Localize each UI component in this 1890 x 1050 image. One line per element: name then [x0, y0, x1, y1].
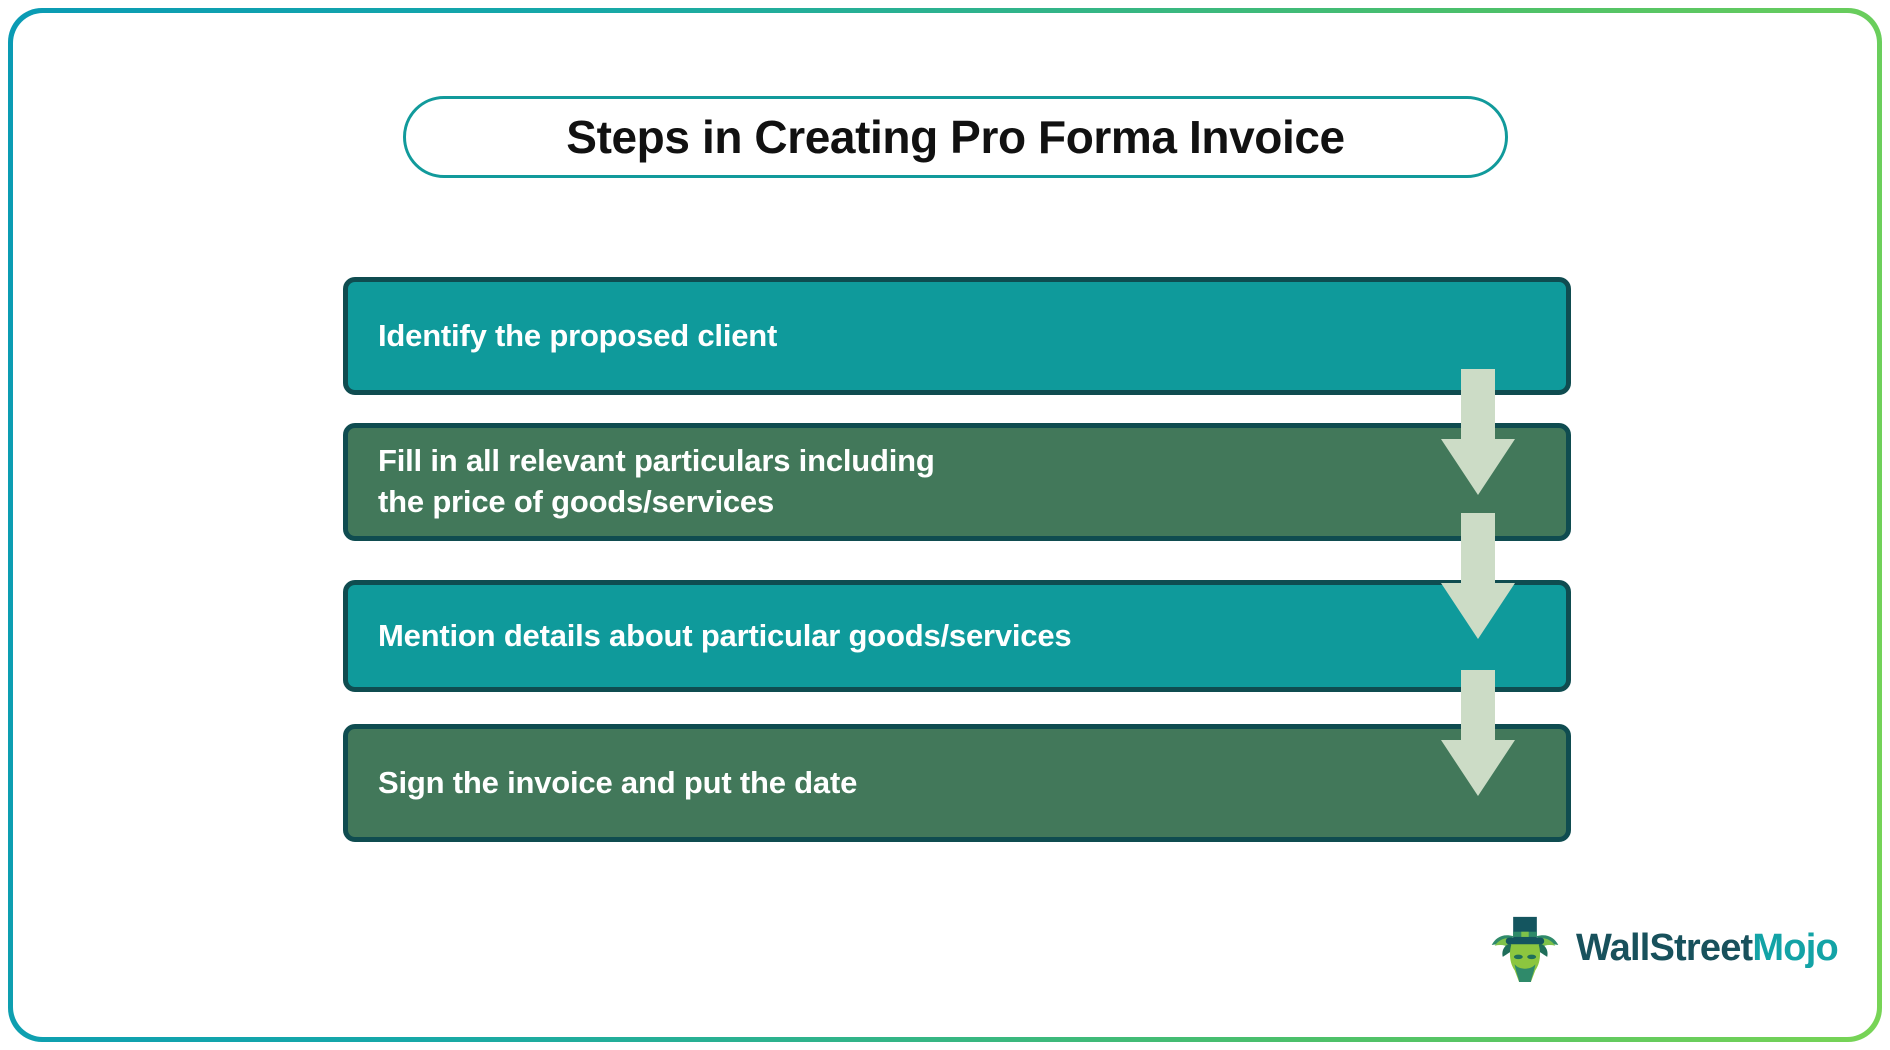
infographic-canvas: Steps in Creating Pro Forma Invoice Iden…	[13, 13, 1877, 1037]
brand-wordmark: WallStreetMojo	[1576, 927, 1839, 969]
step-bar-1: Identify the proposed client	[343, 277, 1571, 395]
brand-logo: WallStreetMojo	[1488, 911, 1839, 985]
step-bar-4: Sign the invoice and put the date	[343, 724, 1571, 842]
page-title: Steps in Creating Pro Forma Invoice	[566, 111, 1345, 163]
step-label-3: Mention details about particular goods/s…	[378, 617, 1072, 653]
step-bar-2: Fill in all relevant particulars includi…	[343, 423, 1571, 541]
down-arrow-icon	[1441, 513, 1515, 639]
step-label-2: Fill in all relevant particulars includi…	[378, 443, 935, 519]
brand-name-secondary: Mojo	[1752, 927, 1838, 969]
bull-with-tophat-icon	[1491, 916, 1559, 983]
page-title-pill: Steps in Creating Pro Forma Invoice	[403, 96, 1508, 178]
step-label-4: Sign the invoice and put the date	[378, 764, 858, 800]
infographic-frame: Steps in Creating Pro Forma Invoice Iden…	[8, 8, 1882, 1042]
down-arrow-icon	[1441, 670, 1515, 796]
down-arrow-icon	[1441, 369, 1515, 495]
brand-name-primary: WallStreet	[1576, 927, 1753, 969]
step-label-1: Identify the proposed client	[378, 317, 778, 353]
step-bar-3: Mention details about particular goods/s…	[343, 580, 1571, 692]
